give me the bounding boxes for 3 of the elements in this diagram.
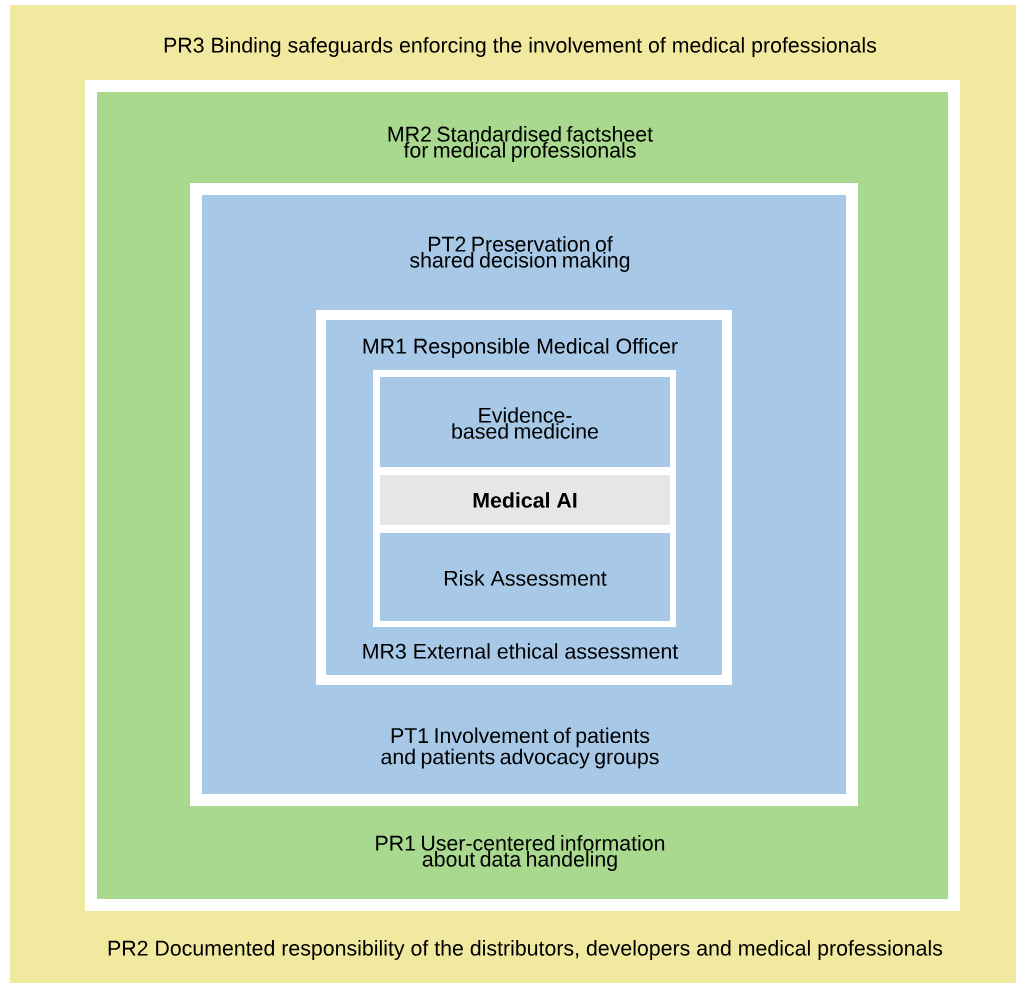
layer-box: Evidence-based medicine [380, 377, 670, 467]
layer-box: Risk Assessment [380, 533, 670, 621]
layer-box: Medical AI [380, 475, 670, 525]
